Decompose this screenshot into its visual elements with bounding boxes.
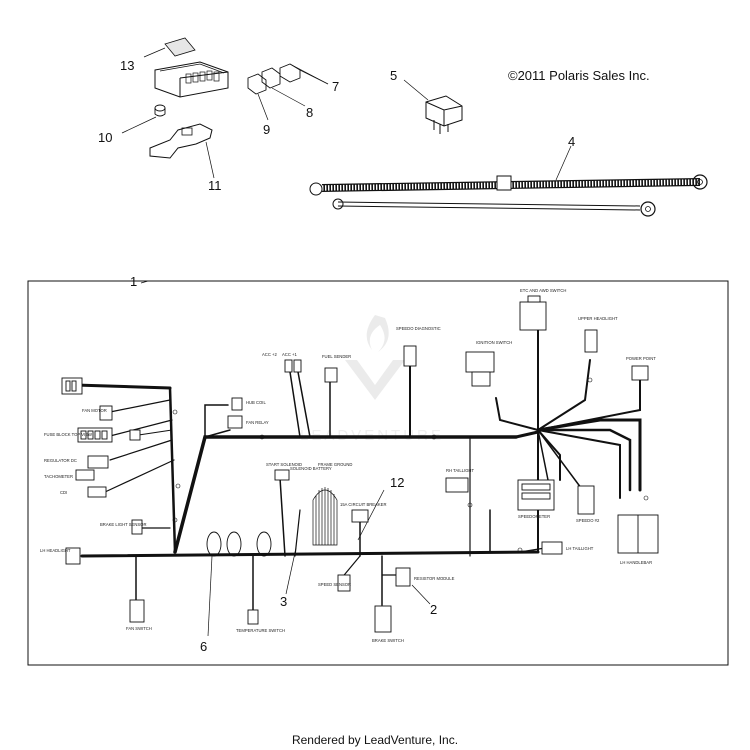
wiring-harness-panel [27,280,729,666]
callout-10: 10 [98,130,112,145]
fan-motor-connector [99,405,113,421]
hub-coil-connector [231,397,243,411]
start-solenoid-connector [274,469,290,481]
label-acc2: ACC +2 [262,352,277,357]
component-labels: LH HEADLIGHT FAN MOTOR FUSE BLOCK TOP VI… [40,288,656,643]
label-fan-relay: FAN RELAY [246,420,269,425]
label-brake-light: BRAKE LIGHT SENSOR [100,522,146,527]
callout-9: 9 [263,122,270,137]
callout-11: 11 [208,178,222,193]
label-fuse-block: FUSE BLOCK TOP VIEW [44,432,92,437]
label-cdi: CDI [60,490,67,495]
callout-3: 3 [280,594,287,609]
battery-cable-part[interactable] [309,145,708,217]
etc-awd-connector [519,301,547,331]
label-frame-ground: FRAME GROUND [318,462,352,467]
cdi-connector [87,486,107,498]
callout-4: 4 [568,134,575,149]
label-lh-headlight: LH HEADLIGHT [40,548,71,553]
connectors [61,295,659,633]
lh-taillight-connector [541,541,563,555]
callout-12: 12 [390,475,404,490]
fuel-sender-connector [324,367,338,383]
frame-ground-bundle [312,487,338,546]
speedo-diagnostic-connector [403,345,417,367]
label-upper-headlight: UPPER HEADLIGHT [578,316,618,321]
label-temperature: TEMPERATURE SWITCH [236,628,285,633]
speedo2-connector [577,485,595,515]
label-start-solenoid: START SOLENOID [266,462,302,467]
ignition-switch-connector [465,351,495,373]
harness-trunk [73,329,642,611]
fan-relay-connector [227,415,243,429]
bracket-part[interactable] [121,104,215,179]
speed-sensor-connector [337,574,351,592]
label-speedo-diag: SPEEDO DIAGNOSTIC [396,326,441,331]
temperature-connector [247,609,259,625]
lh-headlight-connector [65,547,81,565]
footer-credit: Rendered by LeadVenture, Inc. [291,733,459,747]
callout-8: 8 [306,105,313,120]
label-circuit-breaker: 15A CIRCUIT BREAKER [340,502,386,507]
label-lh-handlebar: LH HANDLEBAR [620,560,652,565]
circuit-breaker-connector [351,509,369,523]
callout-7: 7 [332,79,339,94]
copyright-text: ©2011 Polaris Sales Inc. [508,68,650,83]
brake-light-connector [131,519,143,535]
label-lh-taillight: LH TAILLIGHT [566,546,594,551]
splice-clips[interactable] [206,531,272,557]
relay-part[interactable] [403,79,463,134]
label-acc1: ACC +1 [282,352,297,357]
label-solenoid-battery: SOLENOID BATTERY [290,466,332,471]
label-hub-coil: HUB COIL [246,400,266,405]
upper-headlight-connector [584,329,598,353]
label-etc-awd: ETC AND AWD SWITCH [520,288,566,293]
label-fan-motor: FAN MOTOR [82,408,107,413]
small-relays-part[interactable] [247,63,329,121]
callout-5: 5 [390,68,397,83]
watermark-logo: LEADVENTURE [300,315,441,444]
callout-13: 13 [120,58,134,73]
label-fuel-sender: FUEL SENDER [322,354,351,359]
label-speedometer: SPEEDOMETER [518,514,550,519]
power-point-connector [631,365,649,381]
label-ignition: IGNITION SWITCH [476,340,512,345]
callout-6: 6 [200,639,207,654]
label-speed-sensor: SPEED SENSOR [318,582,351,587]
label-brake-switch: BRAKE SWITCH [372,638,404,643]
label-resistor: RESISTOR MODULE [414,576,455,581]
label-regulator: REGULATOR DC [44,458,77,463]
brake-switch-connector [374,605,392,633]
fuse-block-part[interactable] [143,37,229,98]
rh-taillight-connector [445,477,469,493]
label-tachometer: TACHOMETER [44,474,73,479]
resistor-module-connector [395,567,411,587]
label-power-point: POWER POINT [626,356,656,361]
label-fan-switch: FAN SWITCH [126,626,152,631]
label-rh-taillight: RH TAILLIGHT [446,468,474,473]
callout-2: 2 [430,602,437,617]
tachometer-connector [75,469,95,481]
label-speedo2: SPEEDO #2 [576,518,600,523]
fan-switch-connector [129,599,145,623]
regulator-connector [87,455,109,469]
